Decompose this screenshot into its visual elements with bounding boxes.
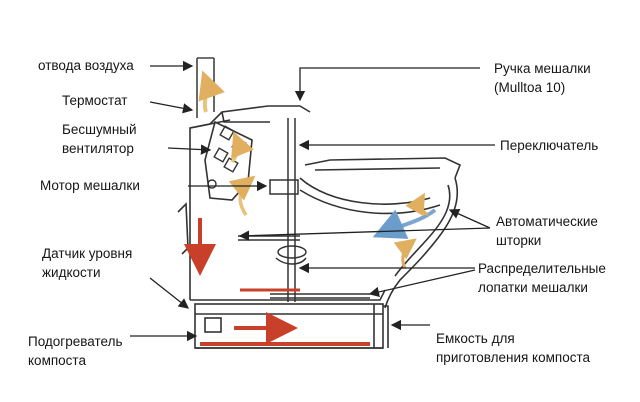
warm-airflow-arrows — [228, 131, 256, 216]
fan-parts — [207, 125, 247, 189]
label-heater-line2: компоста — [28, 353, 86, 368]
pointer-shutters-1 — [448, 208, 491, 229]
label-container-line2: приготовления компоста — [436, 350, 590, 365]
label-level-sensor-line2: жидкости — [42, 265, 101, 280]
vent-airflow-arrow — [198, 70, 225, 113]
pointer-mixer-handle — [294, 67, 480, 102]
compost-container — [194, 303, 389, 349]
label-container-line1: Емкость для — [436, 331, 515, 346]
label-shutters-line1: Автоматические — [496, 214, 598, 229]
label-mixer-motor: Мотор мешалки — [40, 178, 140, 193]
label-blades-line1: Распределительные — [478, 261, 606, 276]
label-fan-line1: Бесшумный — [62, 122, 137, 137]
label-level-sensor-line1: Датчик уровня — [42, 246, 133, 261]
pointer-shutters-2 — [238, 227, 491, 241]
mixer-blades — [270, 293, 370, 299]
label-thermostat: Термостат — [62, 93, 128, 108]
warm-airflow-arrow-front — [393, 238, 417, 269]
label-mixer-handle-line1: Ручка мешалки — [494, 61, 591, 76]
pointer-level-sensor — [149, 277, 190, 309]
label-pointers — [130, 60, 495, 342]
label-mixer-handle-line2: (Mulltoa 10) — [494, 80, 566, 95]
toilet-body-outline — [177, 105, 462, 309]
label-air-outlet: отвода воздуха — [38, 58, 134, 73]
pointer-fan — [167, 144, 212, 155]
label-heater-line1: Подогреватель — [28, 334, 123, 349]
pointer-thermostat — [149, 101, 194, 114]
warm-airflow-arrow-seat — [405, 192, 429, 217]
label-fan-line2: вентилятор — [62, 141, 134, 156]
label-shutters-line2: шторки — [496, 233, 542, 248]
label-blades-line2: лопатки мешалки — [478, 280, 588, 295]
mixer-shaft — [238, 118, 307, 302]
heat-flow-arrows — [184, 218, 370, 346]
label-switch: Переключатель — [500, 138, 599, 153]
pointer-blades-2 — [368, 269, 476, 298]
cool-airflow-arrow — [372, 208, 437, 239]
